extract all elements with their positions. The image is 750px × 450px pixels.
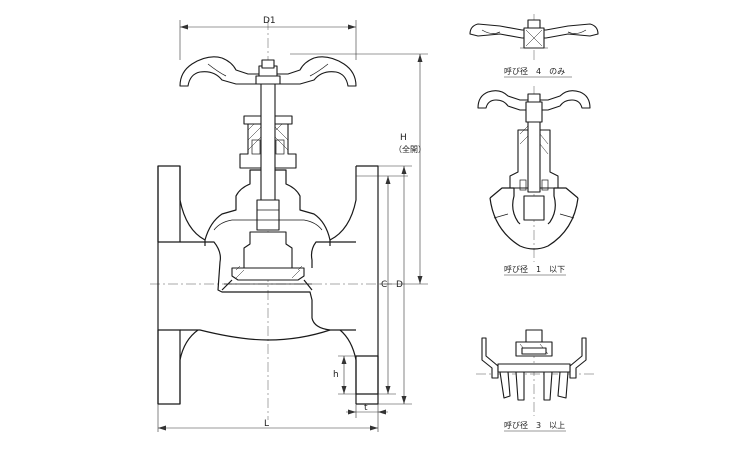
dim-note-h-full-open: （全開）: [394, 144, 426, 154]
dim-label-t: t: [364, 403, 368, 413]
caption-size-3-above: 呼び径 3 以上: [504, 420, 565, 430]
caption-size-1-below: 呼び径 1 以下: [504, 264, 565, 274]
detail-valve-size-3-above: [476, 329, 596, 416]
dimension-lines: [157, 20, 428, 432]
dim-label-h: H: [400, 133, 407, 143]
caption-size-4-only: 呼び径 4 のみ: [504, 66, 565, 76]
detail-handwheel-size-4: [469, 14, 599, 60]
dim-label-h-small: h: [333, 370, 339, 380]
dim-label-d: D: [396, 280, 403, 290]
main-valve-section: [150, 20, 392, 420]
dim-label-l: L: [264, 419, 269, 429]
dim-label-d1: D1: [263, 16, 276, 26]
detail-valve-size-1-below: [477, 86, 591, 262]
dim-label-c: C: [381, 280, 387, 290]
